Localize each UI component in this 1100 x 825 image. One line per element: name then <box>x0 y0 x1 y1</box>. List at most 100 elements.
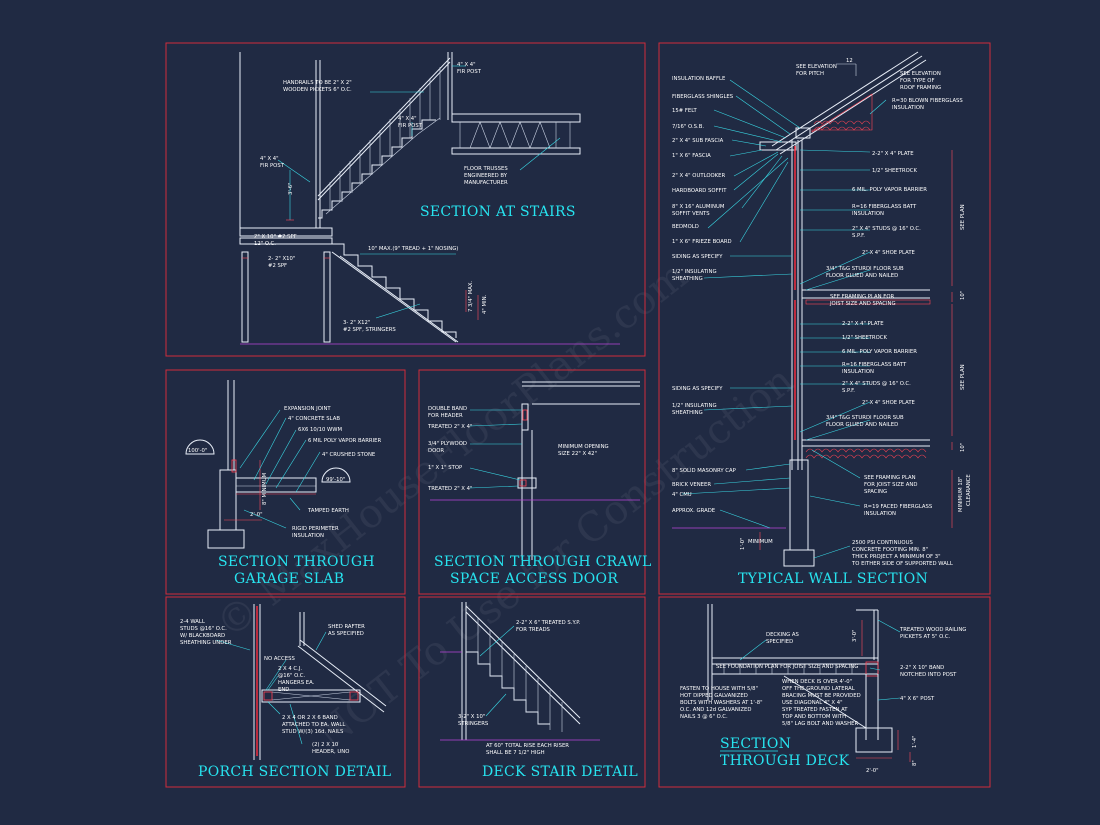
wall-right-note-25: INSULATION <box>842 369 874 375</box>
wall-right-note-18: FLOOR GLUED AND NAILED <box>826 273 898 279</box>
crawl-note-1: DOUBLE BAND <box>428 406 467 412</box>
wall-right-note-27: S.P.F. <box>842 388 855 394</box>
deck-title-line-1: SECTION <box>720 736 791 752</box>
deck-stair-note-6: SHALL BE 7 1/2" HIGH <box>486 750 545 756</box>
wall-left-note-13: SIDING AS SPECIFY <box>672 254 723 260</box>
porch-note-6: AS SPECIFIED <box>328 631 364 637</box>
deck-stair-title: DECK STAIR DETAIL <box>482 764 638 780</box>
frame-wall <box>658 42 991 595</box>
deck-note-8: NOTCHED INTO POST <box>900 672 957 678</box>
porch-title: PORCH SECTION DETAIL <box>198 764 391 780</box>
deck-note-2: PICKETS AT 5" O.C. <box>900 634 951 640</box>
crawl-note-8: 1" X 1" STOP <box>428 465 463 471</box>
porch-note-14: STUD W/(3) 16d. NAILS <box>282 729 344 735</box>
stairs-note-3: 4" X 4" <box>457 62 476 68</box>
wall-left-note-22: APPROX. GRADE <box>672 508 716 514</box>
deck-stair-note-2: FOR TREADS <box>516 627 551 633</box>
panel-garage-slab: EXPANSION JOINT 4" CONCRETE SLAB 6X6 10/… <box>185 380 382 587</box>
stairs-note-19: 3'-6" <box>288 182 294 195</box>
deck-note-11: BOLTS WITH WASHERS AT 1'-8" <box>680 700 763 706</box>
wall-right-note-35: INSULATION <box>864 511 896 517</box>
crawl-title-line-2: SPACE ACCESS DOOR <box>450 571 618 587</box>
stairs-note-17: 3- 2" X12" <box>343 320 370 326</box>
wall-right-note-22: 1/2" SHEETROCK <box>842 335 887 341</box>
stairs-note-7: 4" X 4" <box>260 156 279 162</box>
wall-right-note-9: 2-2" X 4" PLATE <box>872 151 914 157</box>
deck-note-18: SYP TREATED FASTEN AT <box>782 707 848 713</box>
wall-right-note-6: ROOF FRAMING <box>900 85 941 91</box>
wall-left-note-10: SOFFIT VENTS <box>672 211 710 217</box>
wall-dim-1: SEE PLAN <box>960 204 966 230</box>
wall-right-note-12: R=16 FIBERGLASS BATT <box>852 204 917 210</box>
porch-note-15: (2) 2 X 10 <box>312 742 339 748</box>
wall-right-note-1: SEE ELEVATION <box>796 64 837 70</box>
deck-stair-note-3: 3-2" X 10" <box>458 714 485 720</box>
garage-note-2: 4" CONCRETE SLAB <box>288 416 340 422</box>
stairs-note-6: FIR POST <box>398 123 423 129</box>
frame-stairs <box>165 42 646 357</box>
garage-note-3: 6X6 10/10 WWM <box>298 427 342 433</box>
deck-note-21: 4" X 6" POST <box>900 696 935 702</box>
stairs-note-18: #2 SPF, STRINGERS <box>343 327 396 333</box>
stairs-note-8: FIR POST <box>260 163 285 169</box>
garage-note-5: 4" CRUSHED STONE <box>322 452 376 458</box>
deck-note-22: 1'-4" <box>912 735 918 748</box>
deck-stair-note-1: 2-2" X 6" TREATED S.Y.P. <box>516 620 581 626</box>
wall-right-note-24: R=16 FIBERGLASS BATT <box>842 362 907 368</box>
deck-note-15: OFF THE GROUND LATERAL <box>782 686 855 692</box>
deck-note-23: 8" <box>912 760 918 766</box>
wall-right-note-11: 6 MIL. POLY VAPOR BARRIER <box>852 187 927 193</box>
wall-left-note-14: 1/2" INSULATING <box>672 269 717 275</box>
wall-right-note-34: R=19 FACED FIBERGLASS <box>864 504 933 510</box>
wall-right-note-17: 3/4" T&G STURDI FLOOR SUB <box>826 266 904 272</box>
wall-right-note-8: INSULATION <box>892 105 924 111</box>
frame-deck-stair <box>418 596 646 788</box>
wall-right-note-28: 2" X 4" SHOE PLATE <box>862 400 916 406</box>
wall-left-note-4: 7/16" O.S.B. <box>672 124 704 130</box>
wall-left-note-3: 15# FELT <box>672 108 697 114</box>
garage-note-1: EXPANSION JOINT <box>284 406 331 412</box>
wall-right-note-10: 1/2" SHEETROCK <box>872 168 917 174</box>
crawl-note-7: SIZE 22" X 42" <box>558 451 597 457</box>
wall-left-note-5: 2" X 4" SUB FASCIA <box>672 138 724 144</box>
garage-note-12: INSULATION <box>292 533 324 539</box>
panel-porch: 2-4 WALL STUDS @16" O.C. W/ BLACKBOARD S… <box>180 604 391 780</box>
wall-right-note-23: 6 MIL. POLY VAPOR BARRIER <box>842 349 917 355</box>
garage-note-11: RIGID PERIMETER <box>292 526 339 532</box>
wall-left-note-9: 8" X 16" ALUMINUM <box>672 204 725 210</box>
stairs-note-15: #2 SPF <box>268 263 287 269</box>
deck-title-line-2: THROUGH DECK <box>720 753 850 769</box>
wall-right-note-4: SEE ELEVATION <box>900 71 941 77</box>
wall-left-note-16: SIDING AS SPECIFY <box>672 386 723 392</box>
deck-note-14: WHEN DECK IS OVER 4'-0" <box>782 679 852 685</box>
crawl-note-2: FOR HEADER <box>428 413 463 419</box>
deck-note-5: SPECIFIED <box>766 639 793 645</box>
crawl-note-5: DOOR <box>428 448 444 454</box>
porch-note-10: HANGERS EA. <box>278 680 315 686</box>
stairs-note-2: WOODEN PICKETS 6" O.C. <box>283 87 352 93</box>
stairs-note-20: 7 3/4" MAX. <box>468 280 474 312</box>
wall-left-note-11: BEDMOLD <box>672 224 699 230</box>
wall-left-note-20: BRICK VENEER <box>672 482 711 488</box>
porch-note-2: STUDS @16" O.C. <box>180 626 227 632</box>
deck-note-17: USE DIAGONAL 4" X 4" <box>782 700 843 706</box>
stairs-note-11: MANUFACTURER <box>464 180 508 186</box>
crawl-note-4: 3/4" PLYWOOD <box>428 441 467 447</box>
porch-note-12: 2 X 4 OR 2 X 6 BAND <box>282 715 338 721</box>
garage-note-6: 100'-0" <box>188 448 207 454</box>
porch-note-13: ATTACHED TO EA. WALL <box>282 722 345 728</box>
frame-deck <box>658 596 991 788</box>
panel-crawl-access: DOUBLE BAND FOR HEADER TREATED 2" X 4" 3… <box>427 381 651 587</box>
wall-left-note-18: SHEATHING <box>672 410 703 416</box>
deck-note-13: NAILS 3 @ 6" O.C. <box>680 714 728 720</box>
deck-note-19: TOP AND BOTTOM WITH <box>781 714 846 720</box>
garage-note-8: 8" MINIMUM <box>262 472 268 505</box>
wall-left-note-15: SHEATHING <box>672 276 703 282</box>
frame-porch <box>165 596 406 788</box>
wall-dim-2: 10" <box>960 291 966 300</box>
deck-note-16: BRACING MUST BE PROVIDED <box>782 693 861 699</box>
deck-stair-note-5: AT 60" TOTAL RISE EACH RISER <box>486 743 569 749</box>
wall-dim-4: 10" <box>960 443 966 452</box>
stairs-note-14: 2- 2" X10" <box>268 256 295 262</box>
